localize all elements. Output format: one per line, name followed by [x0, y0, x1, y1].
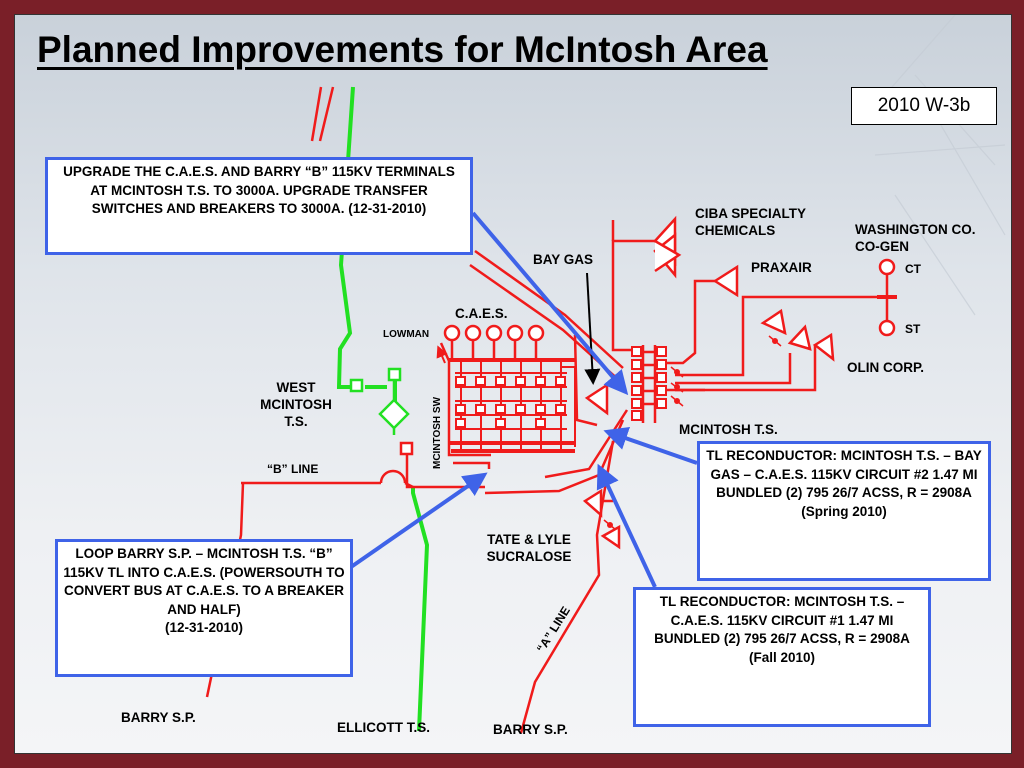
- label-st: ST: [905, 322, 921, 336]
- label-olin: OLIN CORP.: [847, 360, 925, 375]
- callout-tl-circuit2: TL RECONDUCTOR: MCINTOSH T.S. – BAY GAS …: [697, 441, 991, 581]
- caes-bus: [449, 358, 575, 453]
- label-ellicott: ELLICOTT T.S.: [337, 720, 430, 735]
- tate-load-1: [584, 382, 609, 416]
- slide-tag: 2010 W-3b: [851, 87, 997, 125]
- label-ct: CT: [905, 262, 921, 276]
- label-caes: C.A.E.S.: [455, 306, 508, 321]
- callout-arrows: [349, 211, 698, 588]
- green-devices: [349, 367, 410, 435]
- caes-generators: [443, 324, 545, 360]
- bay-gas-arrow: [584, 272, 601, 385]
- lowman-arrow: [436, 345, 448, 364]
- tate-load-2: [582, 488, 603, 518]
- b-line-crossover: [379, 469, 407, 484]
- tate-load-3: [600, 524, 621, 550]
- one-line-diagram: [205, 15, 1006, 734]
- green-breaker-1: [349, 378, 364, 393]
- olin-load-1: [760, 308, 787, 336]
- green-diamond-switch: [378, 398, 410, 430]
- label-mcintosh-ts: MCINTOSH T.S.: [679, 422, 778, 437]
- label-lowman: LOWMAN: [383, 329, 430, 340]
- slide: Planned Improvements for McIntosh Area 2…: [14, 14, 1012, 754]
- green-breaker-2: [387, 367, 402, 382]
- red-lines: [205, 86, 887, 734]
- washington-cogen: [877, 258, 897, 337]
- label-barry-sp-bottom: BARRY S.P.: [493, 722, 568, 737]
- b-line-breaker: [399, 441, 414, 456]
- callout-upgrade-caes: UPGRADE THE C.A.E.S. AND BARRY “B” 115KV…: [45, 157, 473, 255]
- page-title: Planned Improvements for McIntosh Area: [37, 29, 768, 70]
- callout-loop-barry: LOOP BARRY S.P. – MCINTOSH T.S. “B” 115K…: [55, 539, 353, 677]
- ciba-load-3: [654, 239, 682, 273]
- label-mcintosh-sw: MCINTOSH SW: [432, 396, 443, 469]
- label-praxair: PRAXAIR: [751, 260, 812, 275]
- label-b-line: “B” LINE: [267, 462, 319, 476]
- olin-load-3: [812, 332, 835, 362]
- caes-breakers: [455, 376, 566, 428]
- praxair-load: [712, 264, 739, 298]
- label-ciba: CIBA SPECIALTY CHEMICALS: [695, 206, 807, 238]
- mcintosh-breakers: [631, 346, 667, 421]
- label-barry-sp-left: BARRY S.P.: [121, 710, 196, 725]
- load-symbols: [582, 215, 835, 550]
- label-washington: WASHINGTON CO. CO-GEN: [855, 222, 976, 254]
- callout-tl-circuit1: TL RECONDUCTOR: MCINTOSH T.S. – C.A.E.S.…: [633, 587, 931, 727]
- label-west-mcintosh: WEST MCINTOSH T.S.: [260, 380, 332, 429]
- label-bay-gas: BAY GAS: [533, 252, 594, 267]
- olin-load-2: [787, 324, 812, 351]
- label-tate-lyle: TATE & LYLE SUCRALOSE: [486, 532, 572, 564]
